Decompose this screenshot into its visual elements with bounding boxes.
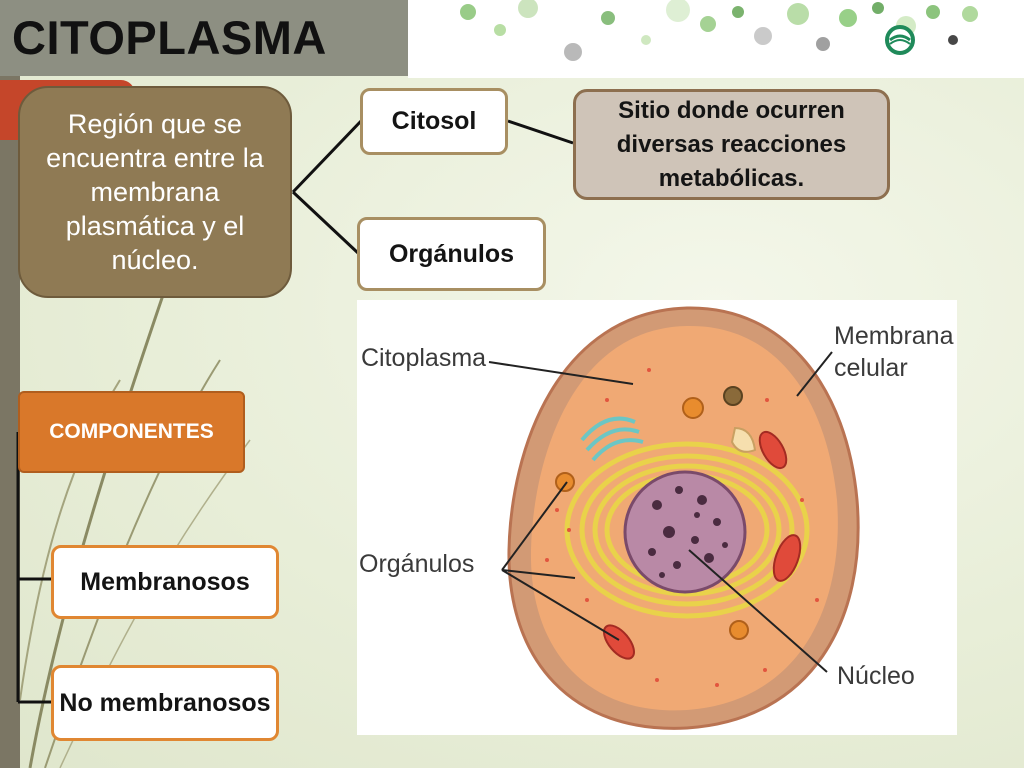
definition-box: Región que se encuentra entre la membran… <box>18 86 292 298</box>
cell-drawing <box>488 306 860 730</box>
label-nucleo: Núcleo <box>837 662 915 690</box>
label-citoplasma: Citoplasma <box>361 344 487 372</box>
title-bar: CITOPLASMA <box>0 0 408 76</box>
logo-icon <box>885 25 915 55</box>
organulos-label: Orgánulos <box>388 239 514 268</box>
membranosos-box: Membranosos <box>51 545 279 619</box>
citosol-label: Citosol <box>391 107 477 135</box>
golgi-apparatus <box>580 416 644 462</box>
decorative-dots <box>460 0 978 61</box>
componentes-box: COMPONENTES <box>18 391 245 473</box>
vesicles <box>555 386 757 640</box>
citosol-description: Sitio donde ocurren diversas reacciones … <box>616 96 847 192</box>
label-membrana-celular: Membrana celular <box>834 322 954 382</box>
chromatin <box>648 486 728 578</box>
dots-banner <box>408 0 1024 78</box>
page-title: CITOPLASMA <box>12 11 327 64</box>
componentes-heading: COMPONENTES <box>49 420 214 443</box>
no-membranosos-box: No membranosos <box>51 665 279 741</box>
cell-illustration: Citoplasma Membrana celular Orgánulos Nú… <box>357 300 957 735</box>
left-accent-strip <box>0 76 20 768</box>
membranosos-label: Membranosos <box>80 567 250 596</box>
citosol-description-box: Sitio donde ocurren diversas reacciones … <box>573 89 890 200</box>
no-membranosos-label: No membranosos <box>59 688 271 717</box>
definition-text: Región que se encuentra entre la membran… <box>46 109 264 275</box>
leader-lines <box>488 351 833 673</box>
citosol-box: Citosol <box>360 88 508 155</box>
ribosomes <box>545 368 819 687</box>
mitochondria <box>603 430 802 660</box>
organulos-box: Orgánulos <box>357 217 546 291</box>
nucleus <box>623 470 747 594</box>
label-organulos: Orgánulos <box>359 550 475 578</box>
